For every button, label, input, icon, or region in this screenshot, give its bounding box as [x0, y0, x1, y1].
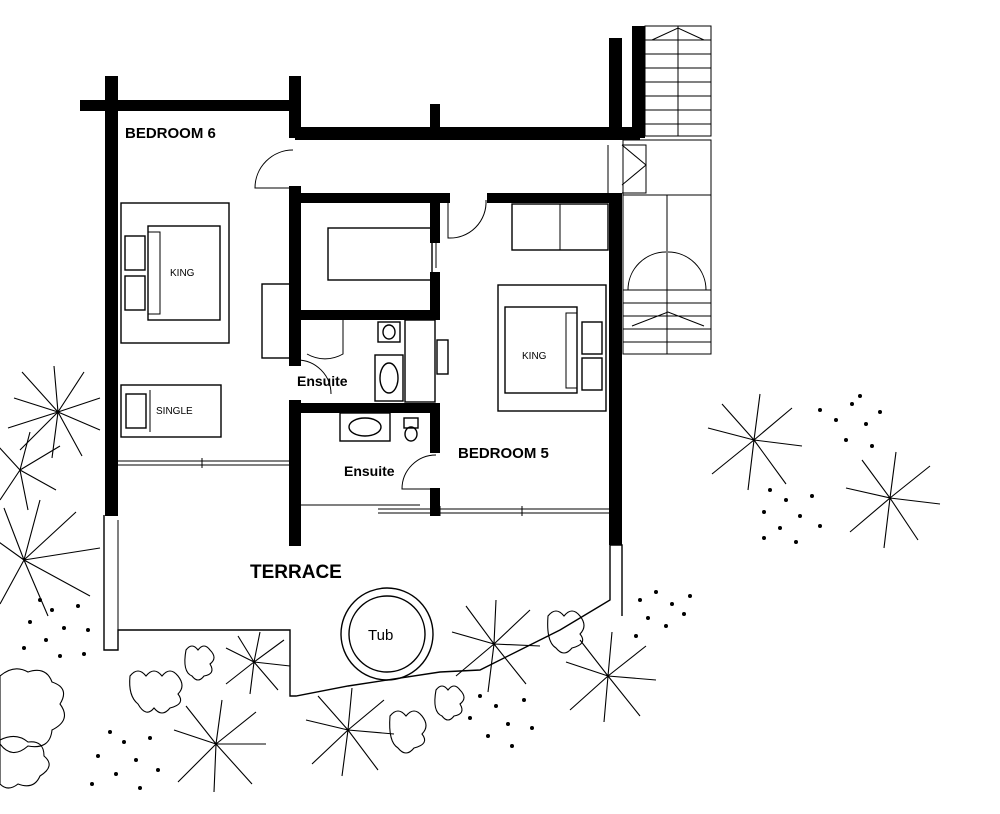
bed6-king-label: KING	[170, 268, 195, 279]
ensuite-lower-label: Ensuite	[344, 463, 395, 479]
tub	[340, 587, 434, 681]
ensuite-upper-label: Ensuite	[297, 373, 348, 389]
terrace-label: TERRACE	[250, 562, 342, 583]
bedroom5-label: BEDROOM 5	[458, 445, 549, 462]
bed6-single-label: SINGLE	[156, 406, 193, 417]
doors	[254, 144, 647, 490]
bathroom-fixtures	[300, 205, 449, 506]
bed5-king-label: KING	[522, 351, 547, 362]
stairs	[622, 25, 712, 355]
landscaping	[0, 365, 941, 793]
bedroom6-furniture	[118, 202, 291, 468]
terrace-outline	[103, 515, 623, 697]
tub-label: Tub	[368, 627, 393, 644]
walls	[80, 26, 645, 546]
bedroom6-label: BEDROOM 6	[125, 125, 216, 142]
bedroom5-furniture	[378, 203, 610, 516]
